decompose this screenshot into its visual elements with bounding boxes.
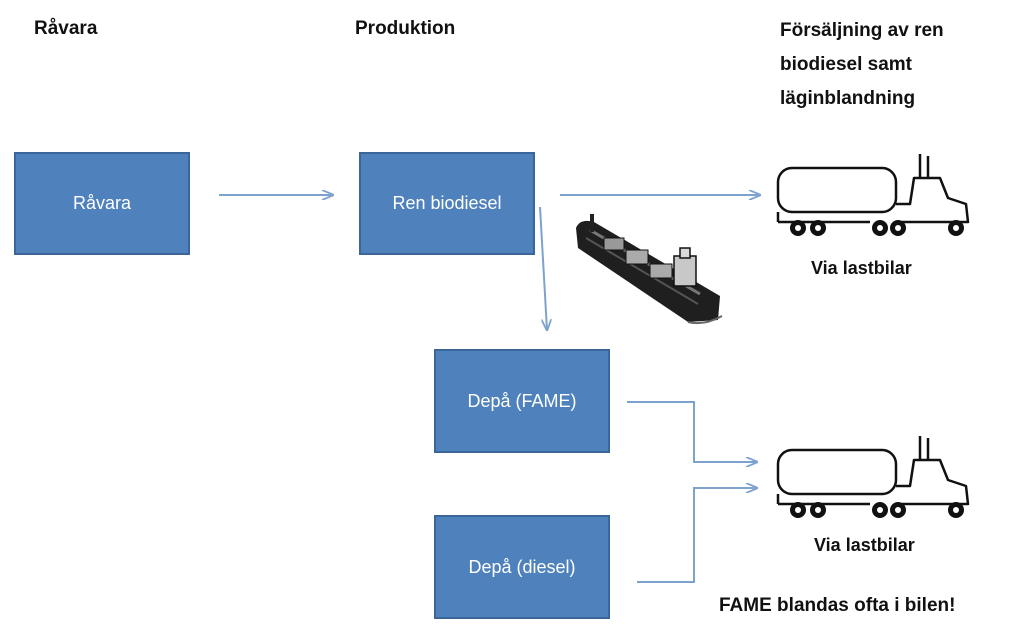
connector-depa-diesel-to-truck xyxy=(637,488,757,583)
blending-note: FAME blandas ofta i bilen! xyxy=(719,595,956,616)
column-header-ravara: Råvara xyxy=(34,18,98,39)
arrow-ren-biodiesel-to-depa-fame xyxy=(539,206,547,330)
ren-biodiesel-box: Ren biodiesel xyxy=(359,152,535,255)
truck-bottom-caption: Via lastbilar xyxy=(814,535,915,555)
depa-diesel-box: Depå (diesel) xyxy=(434,515,610,619)
truck-top-caption: Via lastbilar xyxy=(811,258,912,278)
depa-fame-box: Depå (FAME) xyxy=(434,349,610,453)
column-header-produktion: Produktion xyxy=(355,18,456,39)
ravara-box: Råvara xyxy=(14,152,190,255)
cargo-ship-icon xyxy=(576,214,723,325)
truck-icon xyxy=(776,154,970,236)
column-header-forsaljning: Försäljning av ren biodiesel samt läginb… xyxy=(780,20,944,109)
truck-icon xyxy=(776,436,970,518)
connector-depa-fame-to-truck xyxy=(627,401,757,462)
